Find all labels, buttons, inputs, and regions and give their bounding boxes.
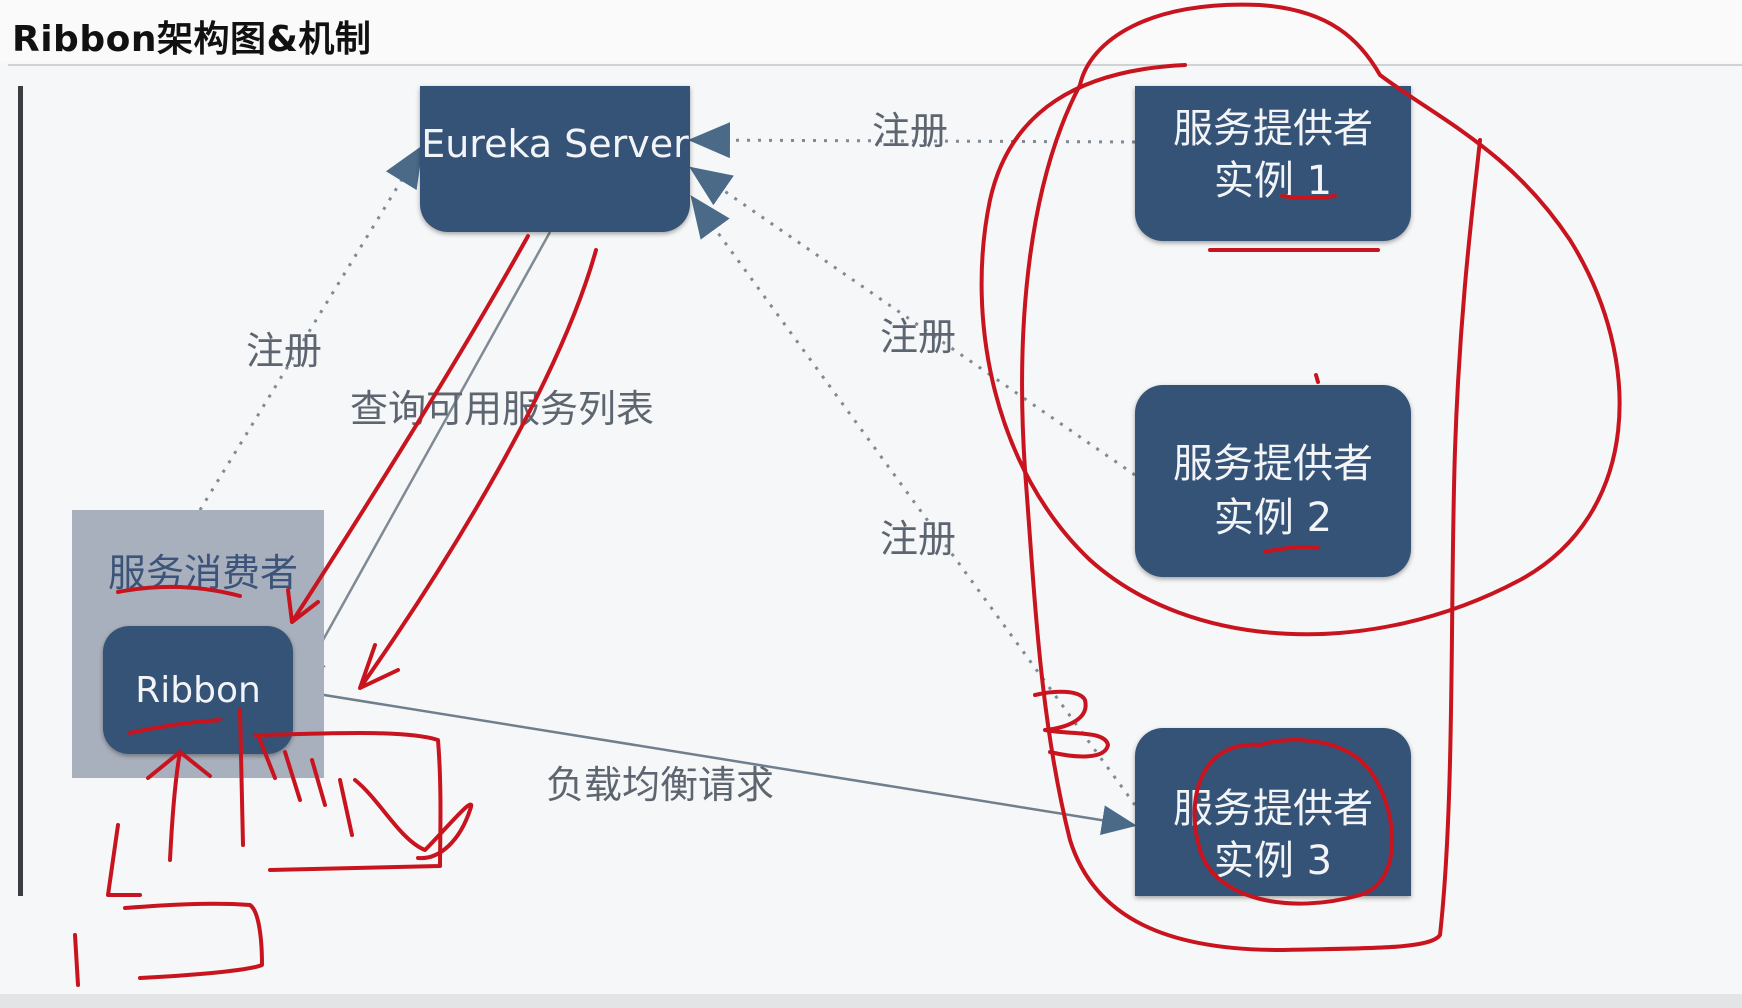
- label-register-provider2: 注册: [880, 315, 957, 359]
- provider-instance-2-node[interactable]: 服务提供者 实例 2: [1135, 385, 1411, 577]
- label-load-balance-request: 负载均衡请求: [546, 763, 775, 807]
- provider3-line2: 实例 3: [1213, 838, 1333, 884]
- provider-instance-1-node[interactable]: 服务提供者 实例 1: [1135, 86, 1411, 241]
- ribbon-node[interactable]: Ribbon: [103, 626, 293, 754]
- eureka-server-label: Eureka Server: [421, 122, 689, 166]
- label-query-service-list: 查询可用服务列表: [350, 387, 655, 431]
- provider3-line1: 服务提供者: [1173, 786, 1373, 832]
- ribbon-label: Ribbon: [135, 670, 261, 711]
- provider1-line2: 实例 1: [1213, 158, 1333, 204]
- provider2-line1: 服务提供者: [1173, 441, 1373, 487]
- provider1-line1: 服务提供者: [1173, 106, 1373, 152]
- label-register-provider1: 注册: [872, 109, 949, 153]
- provider2-line2: 实例 2: [1213, 495, 1333, 541]
- eureka-server-node[interactable]: Eureka Server: [420, 86, 690, 232]
- left-margin-rule: [18, 86, 23, 896]
- label-register-provider3: 注册: [880, 517, 957, 561]
- provider-instance-3-node[interactable]: 服务提供者 实例 3: [1135, 728, 1411, 896]
- label-register-consumer: 注册: [246, 329, 323, 373]
- page-title: Ribbon架构图&机制: [12, 19, 372, 60]
- consumer-group-label: 服务消费者: [108, 551, 299, 595]
- bottom-scrollbar[interactable]: [0, 994, 1742, 1008]
- edge-register-provider1: [688, 122, 1136, 159]
- edge-query-service-list: [295, 231, 552, 690]
- header-divider: [8, 64, 1742, 66]
- edge-register-provider3: [690, 195, 1137, 806]
